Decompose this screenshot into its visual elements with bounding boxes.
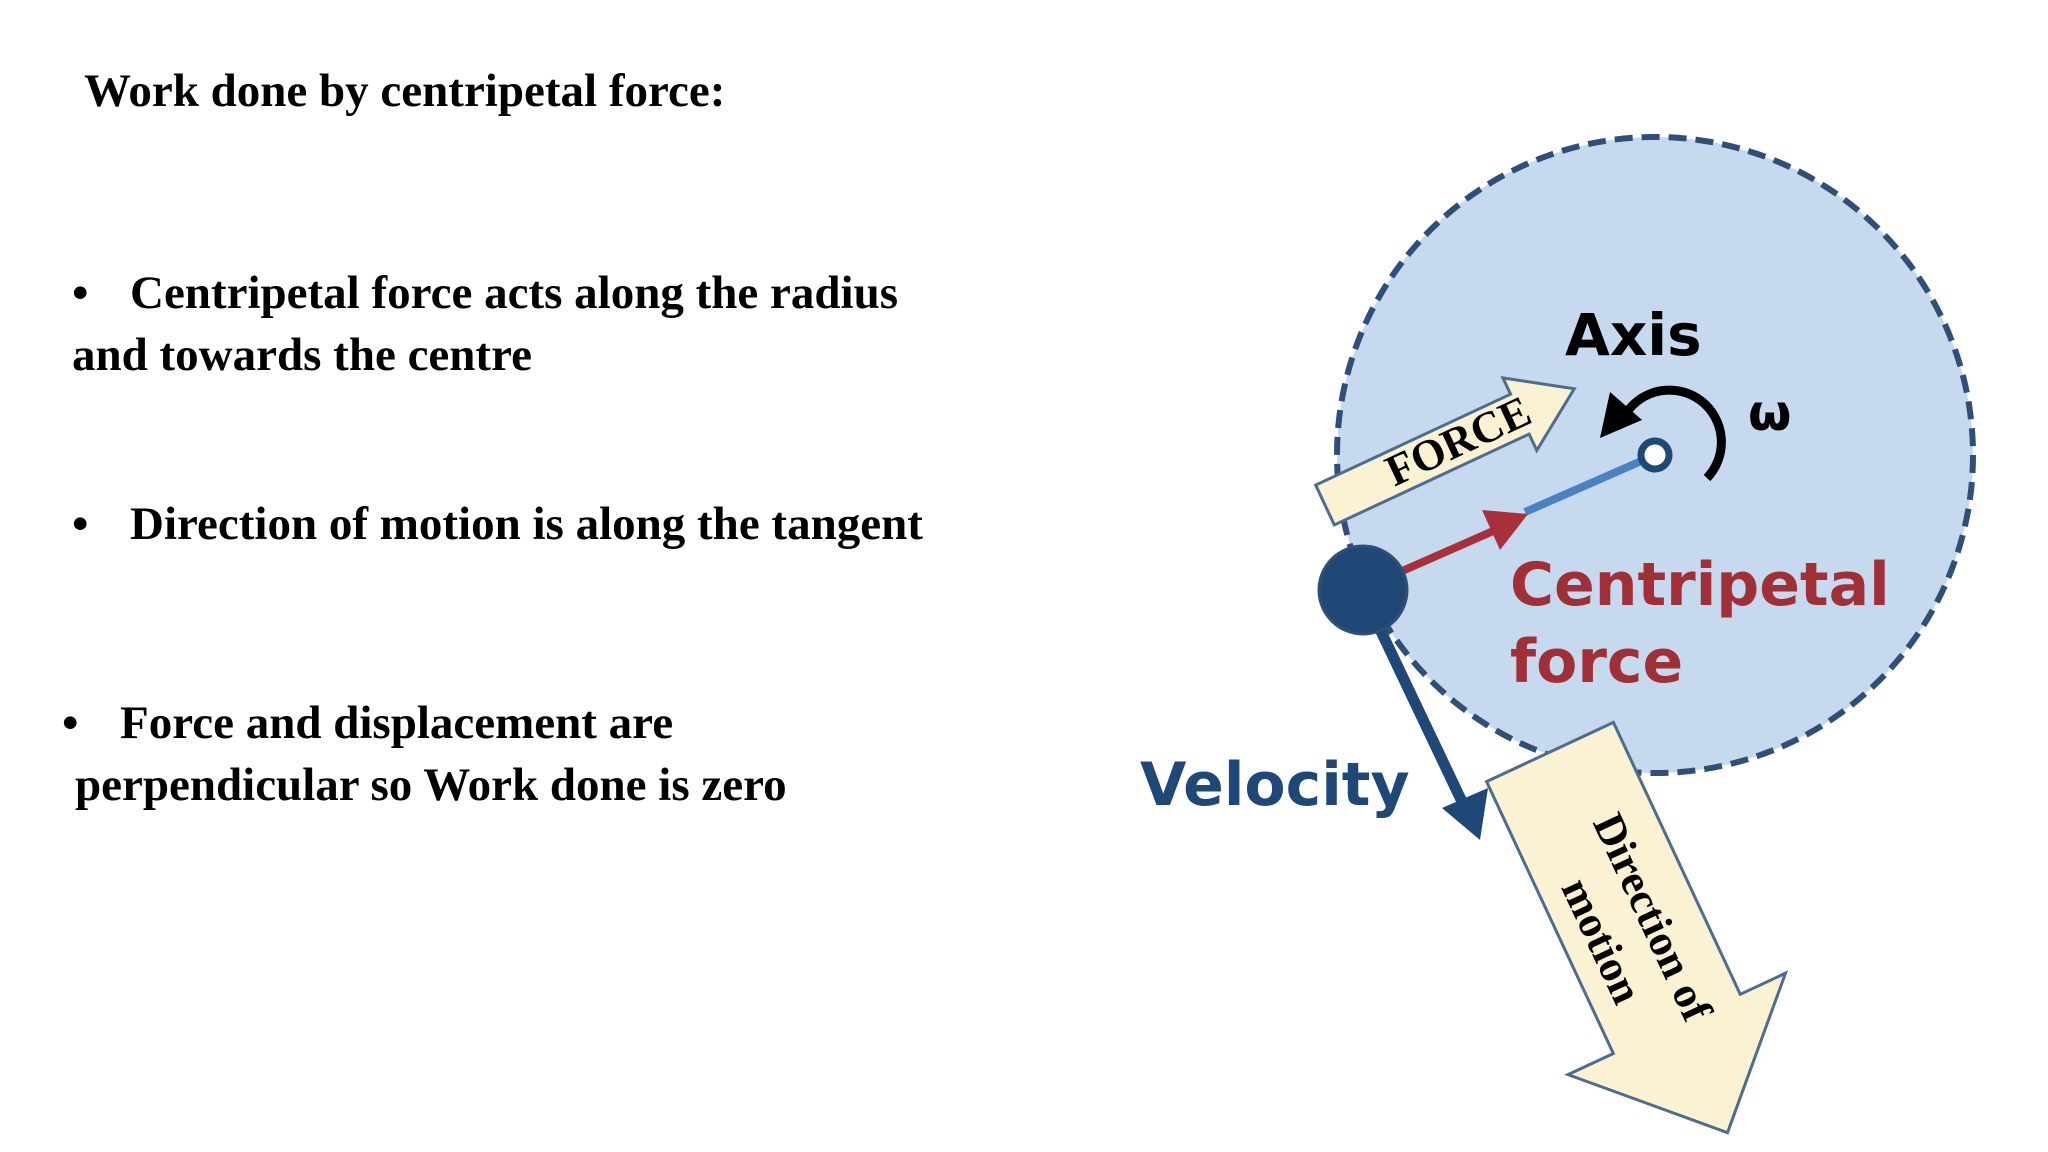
bullet-line: perpendicular so Work done is zero (75, 759, 787, 811)
bullet-work-zero: • Force and displacement are perpendicula… (62, 692, 787, 816)
bullet-text: Force and displacement are (120, 697, 674, 749)
bullet-centripetal-radius: • Centripetal force acts along the radius… (72, 262, 898, 386)
bullet-dot: • (72, 267, 89, 319)
bullet-dot: • (62, 697, 79, 749)
omega-arrowhead-icon (1600, 392, 1642, 438)
bullet-direction-tangent: • Direction of motion is along the tangen… (72, 493, 923, 555)
omega-rotation-arrow (1621, 385, 1726, 482)
bullet-text: Centripetal force acts along the radius (130, 267, 898, 319)
centripetal-label-line1: Centripetal (1510, 550, 1890, 620)
axis-center (1637, 437, 1673, 473)
rotating-ball (1317, 544, 1409, 636)
centripetal-force-arrow (1398, 524, 1502, 576)
velocity-label: Velocity (1140, 750, 1410, 820)
radius-line (1523, 451, 1657, 516)
bullet-line: and towards the centre (72, 329, 532, 381)
bullet-line: • Direction of motion is along the tangen… (72, 493, 923, 555)
force-callout-arrow (1313, 375, 1577, 527)
omega-label: ω (1748, 384, 1791, 442)
bullet-text: Direction of motion is along the tangent (130, 498, 923, 550)
bullet-dot: • (72, 498, 89, 550)
centripetal-label-line2: force (1510, 627, 1683, 697)
bullet-line: • Force and displacement are (62, 692, 787, 754)
direction-of-motion-callout-arrow (1484, 720, 1789, 1135)
bullet-line: • Centripetal force acts along the radius (72, 262, 898, 324)
slide-title: Work done by centripetal force: (84, 65, 726, 117)
velocity-arrowhead (1442, 788, 1488, 840)
velocity-arrow (1373, 622, 1470, 811)
axis-label: Axis (1565, 301, 1702, 369)
centripetal-force-arrowhead (1482, 510, 1528, 550)
